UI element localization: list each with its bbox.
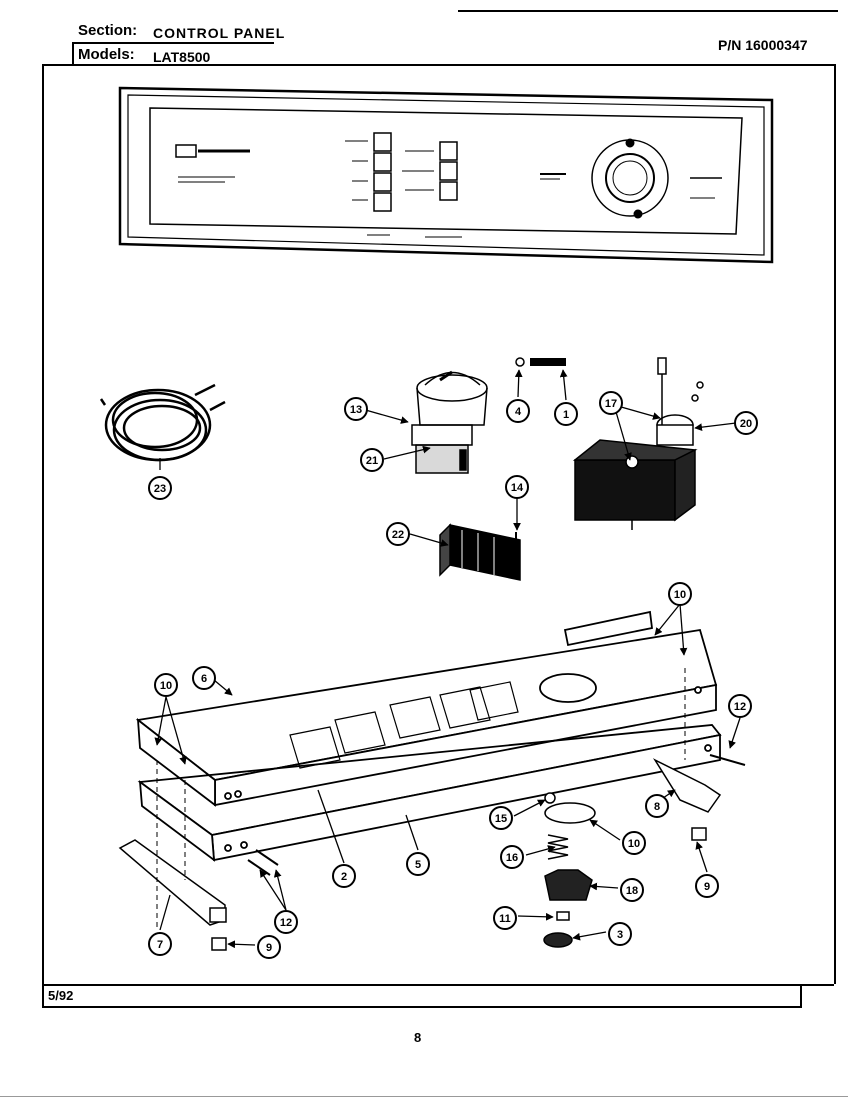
callout-21: 21 (366, 455, 378, 467)
nut-right (691, 827, 707, 841)
timer-assembly (572, 357, 704, 530)
side-bracket-right (652, 758, 722, 813)
selector-switch (411, 370, 488, 474)
spring-part (530, 358, 566, 366)
callout-13: 13 (350, 404, 362, 416)
callout-10a: 10 (674, 589, 686, 601)
console-panel (118, 86, 774, 264)
rear-panel (137, 724, 722, 862)
footer-date: 5/92 (48, 988, 74, 1003)
callout-23: 23 (154, 483, 166, 495)
callout-18: 18 (626, 885, 638, 897)
side-bracket-left (118, 839, 227, 926)
section-value: CONTROL PANEL (153, 25, 286, 41)
diagram-frame (42, 64, 836, 984)
callout-10b: 10 (160, 680, 172, 692)
callout-14: 14 (511, 482, 524, 494)
callout-20: 20 (740, 418, 752, 430)
callout-7: 7 (157, 939, 163, 951)
power-cord (99, 383, 226, 462)
callout-5: 5 (415, 859, 421, 871)
callout-2: 2 (341, 871, 347, 883)
callout-16: 16 (506, 852, 518, 864)
models-value: LAT8500 (153, 49, 211, 65)
callout-11: 11 (499, 913, 511, 925)
callout-22: 22 (392, 529, 404, 541)
clip-part (515, 357, 525, 367)
callout-12a: 12 (734, 701, 746, 713)
part-number: P/N 16000347 (718, 37, 808, 53)
nut-left (211, 937, 227, 951)
control-panel-housing (135, 610, 718, 807)
switch-bank (439, 523, 521, 581)
callout-12b: 12 (280, 917, 292, 929)
models-label: Models: (78, 46, 135, 63)
callout-10c: 10 (628, 838, 640, 850)
knob-stack (543, 792, 596, 948)
callout-1: 1 (563, 409, 569, 421)
callout-9b: 9 (704, 881, 710, 893)
frame-left-extension (72, 42, 74, 66)
page-number: 8 (414, 1030, 422, 1045)
top-rule-left (74, 42, 274, 44)
callout-8: 8 (654, 801, 660, 813)
footer-rule (42, 984, 834, 986)
callout-3: 3 (617, 929, 623, 941)
section-label: Section: (78, 22, 138, 39)
callout-9a: 9 (266, 942, 272, 954)
top-rule-right (458, 10, 838, 12)
callout-6: 6 (201, 673, 207, 685)
bottom-rule (0, 1096, 848, 1097)
callout-4: 4 (515, 406, 522, 418)
callout-17: 17 (605, 398, 617, 410)
footer-frame (42, 984, 802, 1008)
callout-15: 15 (495, 813, 507, 825)
